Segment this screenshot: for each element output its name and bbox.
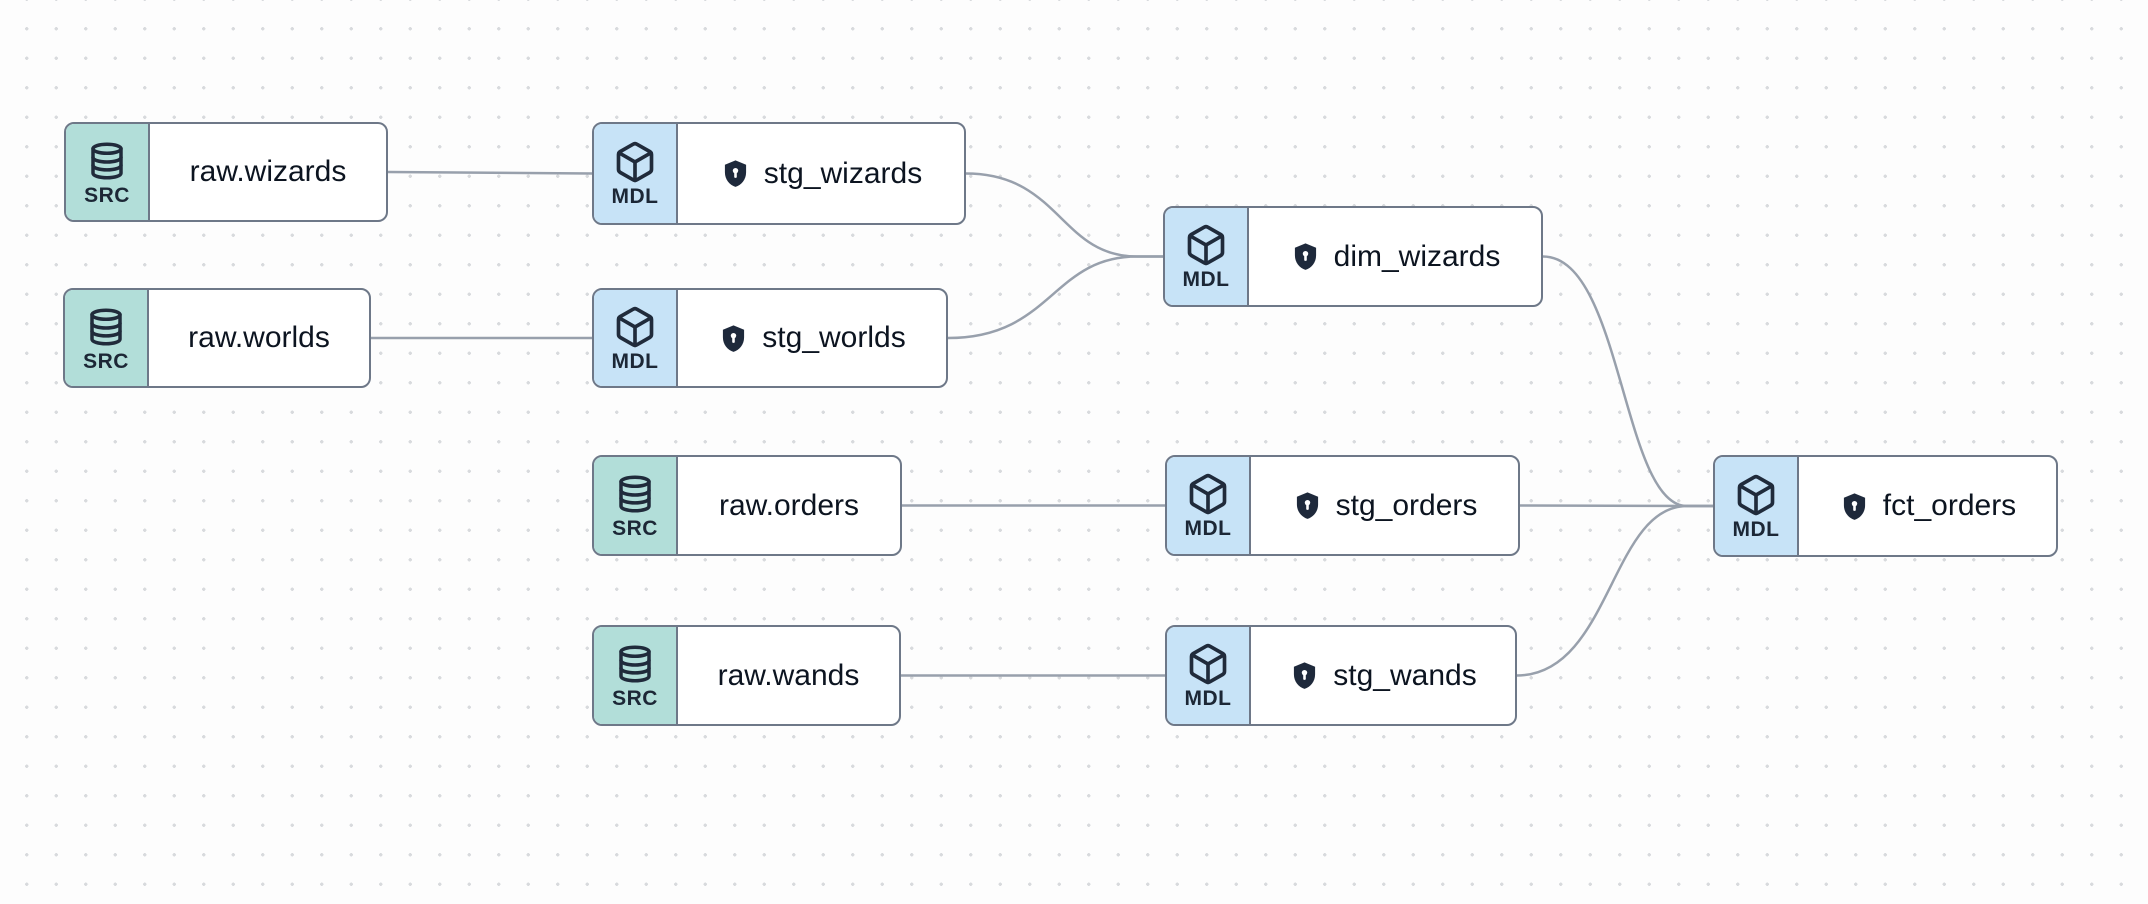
node-stg-wands[interactable]: MDL stg_wands: [1165, 625, 1517, 726]
cube-icon: [1186, 642, 1230, 686]
database-icon: [614, 472, 656, 516]
node-body: stg_wands: [1251, 627, 1515, 724]
node-type-label: SRC: [612, 517, 658, 541]
node-type-badge: MDL: [594, 290, 678, 386]
node-raw-worlds[interactable]: SRC raw.worlds: [63, 288, 371, 388]
node-body: fct_orders: [1799, 457, 2056, 555]
node-label: fct_orders: [1882, 489, 2017, 522]
node-body: raw.worlds: [149, 290, 369, 386]
node-type-badge: SRC: [594, 627, 678, 724]
node-stg-wizards[interactable]: MDL stg_wizards: [592, 122, 966, 225]
cube-icon: [1184, 223, 1228, 267]
cube-icon: [1734, 473, 1778, 517]
shield-icon: [718, 322, 749, 355]
node-type-label: MDL: [1732, 517, 1780, 541]
node-type-badge: MDL: [1165, 208, 1249, 305]
edge-stg-orders-to-fct-orders: [1519, 504, 1714, 508]
node-dim-wizards[interactable]: MDL dim_wizards: [1163, 206, 1543, 307]
edge-raw-wizards-to-stg-wizards: [387, 170, 593, 175]
node-type-badge: MDL: [1167, 457, 1251, 554]
node-type-label: MDL: [1184, 517, 1232, 541]
node-label: stg_worlds: [762, 321, 906, 354]
edge-stg-wizards-to-dim-wizards: [965, 172, 1163, 258]
node-label: raw.wizards: [189, 155, 347, 188]
node-type-badge: MDL: [594, 124, 678, 223]
cube-icon: [613, 140, 657, 184]
shield-icon: [1292, 489, 1323, 522]
edge-dim-wizards-to-fct-orders: [1542, 255, 1713, 508]
node-body: raw.wizards: [150, 124, 386, 220]
node-type-label: SRC: [612, 687, 658, 711]
node-type-label: SRC: [83, 349, 129, 373]
node-raw-wands[interactable]: SRC raw.wands: [592, 625, 901, 726]
node-raw-wizards[interactable]: SRC raw.wizards: [64, 122, 388, 222]
node-type-badge: MDL: [1167, 627, 1251, 724]
node-label: stg_orders: [1335, 488, 1478, 522]
node-label: raw.orders: [718, 488, 860, 522]
database-icon: [614, 642, 656, 686]
node-type-label: MDL: [1184, 687, 1232, 711]
node-type-label: MDL: [1182, 268, 1230, 292]
database-icon: [85, 305, 127, 349]
node-body: stg_orders: [1251, 457, 1518, 554]
node-label: raw.wands: [717, 658, 860, 692]
node-type-badge: SRC: [66, 124, 150, 220]
node-label: stg_wizards: [763, 156, 923, 190]
node-body: stg_worlds: [678, 290, 946, 386]
node-stg-worlds[interactable]: MDL stg_worlds: [592, 288, 948, 388]
node-label: raw.worlds: [188, 321, 330, 354]
node-type-badge: SRC: [594, 457, 678, 554]
node-type-label: MDL: [611, 349, 659, 373]
node-type-badge: MDL: [1715, 457, 1799, 555]
node-body: dim_wizards: [1249, 208, 1541, 305]
node-type-label: SRC: [84, 183, 130, 207]
node-fct-orders[interactable]: MDL fct_orders: [1713, 455, 2058, 557]
edge-stg-wands-to-fct-orders: [1516, 504, 1713, 677]
cube-icon: [613, 305, 657, 349]
node-type-badge: SRC: [65, 290, 149, 386]
node-raw-orders[interactable]: SRC raw.orders: [592, 455, 902, 556]
edge-stg-worlds-to-dim-wizards: [947, 255, 1163, 340]
node-body: raw.orders: [678, 457, 900, 554]
node-label: dim_wizards: [1333, 239, 1501, 273]
cube-icon: [1186, 472, 1230, 516]
shield-icon: [720, 157, 751, 190]
node-label: stg_wands: [1333, 658, 1477, 692]
node-stg-orders[interactable]: MDL stg_orders: [1165, 455, 1520, 556]
node-type-label: MDL: [611, 185, 659, 209]
shield-icon: [1839, 490, 1870, 523]
node-body: stg_wizards: [678, 124, 964, 223]
shield-icon: [1290, 240, 1321, 273]
shield-icon: [1289, 659, 1320, 692]
database-icon: [86, 139, 128, 183]
node-body: raw.wands: [678, 627, 899, 724]
